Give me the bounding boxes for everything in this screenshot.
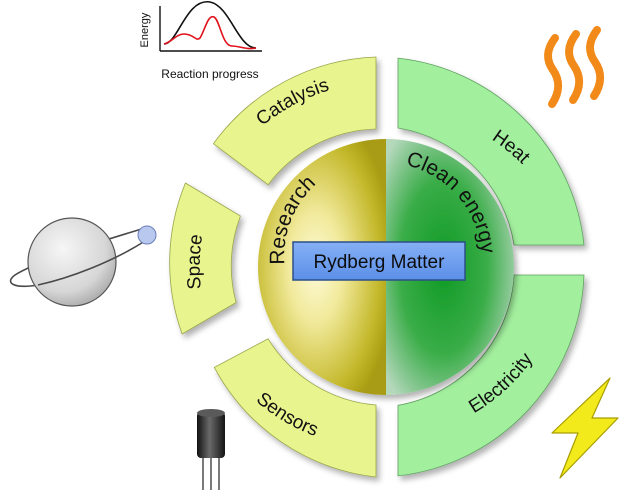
space-label: Space	[184, 233, 208, 290]
planet-with-orbit-icon	[9, 217, 157, 307]
electronic-component-icon	[197, 409, 225, 490]
lightning-bolt-icon	[551, 377, 619, 479]
catalysis-segment	[212, 56, 377, 186]
outer-ring	[169, 56, 585, 478]
electricity-segment	[397, 274, 585, 477]
space-segment	[169, 182, 241, 335]
heat-waves-icon	[544, 26, 605, 108]
energy-axis-label: Energy	[139, 12, 151, 47]
sensors-segment	[213, 338, 377, 478]
heat-segment	[397, 57, 585, 246]
energy-profile-plot-icon: Energy Reaction progress	[139, 1, 262, 81]
center-label: Rydberg Matter	[314, 252, 446, 273]
center-box: Rydberg Matter	[292, 241, 466, 281]
reaction-progress-axis-label: Reaction progress	[161, 67, 258, 81]
